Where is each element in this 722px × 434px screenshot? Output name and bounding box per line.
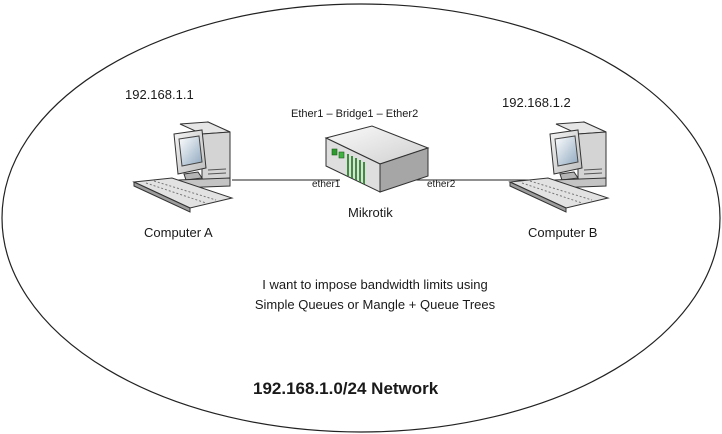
computer-b-ip: 192.168.1.2 (502, 95, 571, 110)
router-bridge-label: Ether1 – Bridge1 – Ether2 (291, 108, 419, 120)
desktop-computer-icon (509, 121, 609, 213)
desktop-computer-icon (133, 121, 233, 213)
bandwidth-note-line-2: Simple Queues or Mangle + Queue Trees (254, 297, 496, 312)
network-boundary (1, 3, 721, 433)
network-router-icon (324, 125, 430, 193)
computer-b-name: Computer B (528, 225, 598, 240)
network-label: 192.168.1.0/24 Network (253, 379, 439, 398)
router-port-ether1: ether1 (312, 179, 341, 190)
router-port-ether2: ether2 (427, 179, 456, 190)
computer-a-name: Computer A (144, 225, 213, 240)
bandwidth-note: I want to impose bandwidth limits using … (215, 275, 535, 315)
bandwidth-note-line-1: I want to impose bandwidth limits using (262, 277, 488, 292)
router-name: Mikrotik (348, 205, 393, 220)
computer-a-ip: 192.168.1.1 (125, 87, 194, 102)
